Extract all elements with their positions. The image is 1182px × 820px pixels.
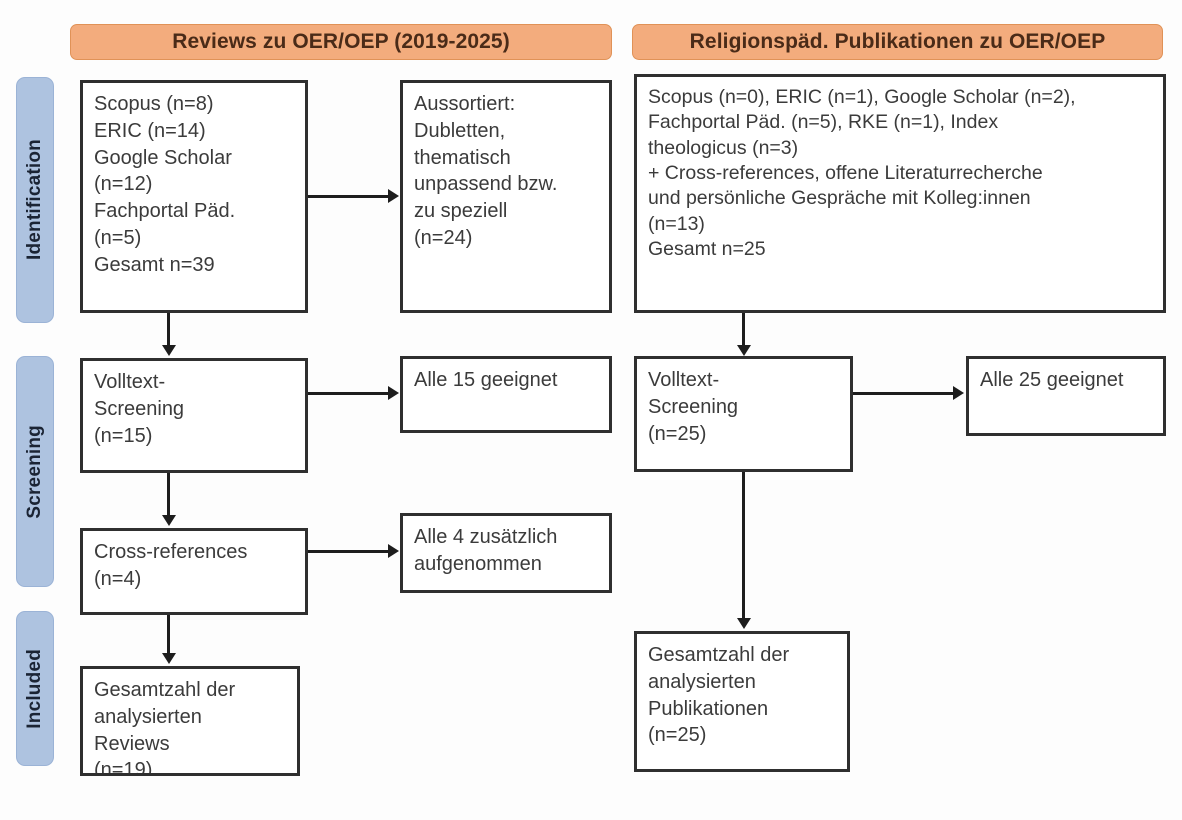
box-right-fulltext-screening: Volltext- Screening (n=25) bbox=[634, 356, 853, 472]
connector-right-sources-to-fulltext bbox=[742, 313, 745, 347]
connector-left-crossrefs-to-included bbox=[167, 615, 170, 655]
banner-right-publications: Religionspäd. Publikationen zu OER/OEP bbox=[632, 24, 1163, 60]
stage-label-identification: Identification bbox=[16, 77, 54, 323]
box-right-fulltext-result: Alle 25 geeignet bbox=[966, 356, 1166, 436]
stage-label-included-text: Included bbox=[24, 648, 45, 729]
arrowhead-right-fulltext-to-included bbox=[737, 618, 751, 629]
box-left-excluded: Aussortiert: Dubletten, thematisch unpas… bbox=[400, 80, 612, 313]
box-right-included-total: Gesamtzahl der analysierten Publikatione… bbox=[634, 631, 850, 772]
arrowhead-left-fulltext-to-result bbox=[388, 386, 399, 400]
arrowhead-left-sources-to-excluded bbox=[388, 189, 399, 203]
connector-left-fulltext-to-result bbox=[308, 392, 389, 395]
stage-label-included: Included bbox=[16, 611, 54, 766]
arrowhead-left-crossrefs-to-included bbox=[162, 653, 176, 664]
arrowhead-right-sources-to-fulltext bbox=[737, 345, 751, 356]
banner-left-label: Reviews zu OER/OEP (2019-2025) bbox=[172, 30, 510, 53]
arrowhead-left-crossrefs-to-result bbox=[388, 544, 399, 558]
connector-left-sources-to-fulltext bbox=[167, 313, 170, 347]
stage-label-screening-text: Screening bbox=[24, 424, 45, 519]
stage-label-screening: Screening bbox=[16, 356, 54, 587]
banner-right-label: Religionspäd. Publikationen zu OER/OEP bbox=[689, 30, 1106, 53]
box-right-identification-sources: Scopus (n=0), ERIC (n=1), Google Scholar… bbox=[634, 74, 1166, 313]
stage-label-identification-text: Identification bbox=[24, 139, 45, 261]
connector-right-fulltext-to-included bbox=[742, 472, 745, 620]
connector-left-fulltext-to-crossrefs bbox=[167, 473, 170, 517]
arrowhead-right-fulltext-to-result bbox=[953, 386, 964, 400]
box-left-cross-references: Cross-references (n=4) bbox=[80, 528, 308, 615]
connector-left-crossrefs-to-result bbox=[308, 550, 389, 553]
box-left-fulltext-result: Alle 15 geeignet bbox=[400, 356, 612, 433]
box-left-cross-references-result: Alle 4 zusätzlich aufgenommen bbox=[400, 513, 612, 593]
arrowhead-left-sources-to-fulltext bbox=[162, 345, 176, 356]
box-left-identification-sources: Scopus (n=8) ERIC (n=14) Google Scholar … bbox=[80, 80, 308, 313]
box-left-included-total: Gesamtzahl der analysierten Reviews (n=1… bbox=[80, 666, 300, 776]
arrowhead-left-fulltext-to-crossrefs bbox=[162, 515, 176, 526]
connector-left-sources-to-excluded bbox=[308, 195, 389, 198]
box-left-fulltext-screening: Volltext- Screening (n=15) bbox=[80, 358, 308, 473]
connector-right-fulltext-to-result bbox=[853, 392, 954, 395]
banner-left-reviews: Reviews zu OER/OEP (2019-2025) bbox=[70, 24, 612, 60]
